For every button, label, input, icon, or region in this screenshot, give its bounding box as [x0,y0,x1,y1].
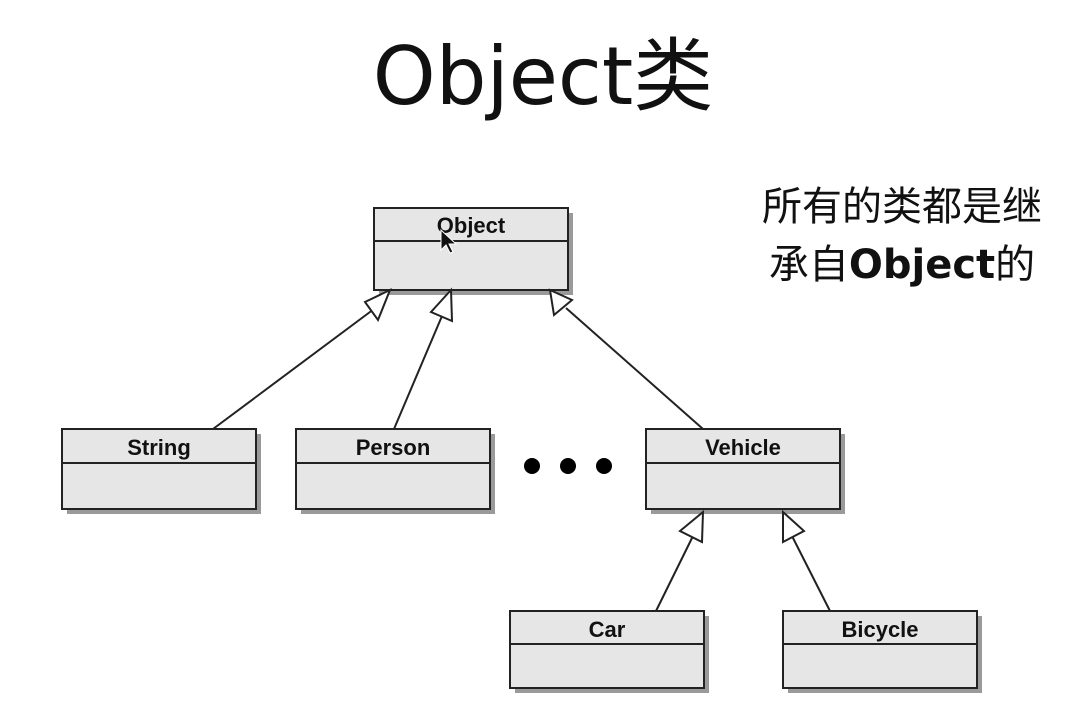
arrowhead-bicycle-vehicle [782,509,806,544]
class-vehicle-name: Vehicle [705,435,781,460]
edge-vehicle-object [565,307,704,430]
class-person: Person [295,428,495,514]
edge-car-vehicle [655,535,694,612]
caption-line-1: 所有的类都是继 [762,184,1042,230]
slide-caption: 所有的类都是继 承自Object的 [722,178,1082,294]
class-object-name: Object [437,213,506,238]
edge-string-object [212,305,379,430]
class-person-name: Person [356,435,431,460]
class-string: String [61,428,261,514]
class-bicycle-name: Bicycle [841,617,918,642]
arrowhead-car-vehicle [678,509,705,544]
class-string-name: String [127,435,191,460]
arrowhead-vehicle-object [548,288,574,317]
class-car: Car [509,610,709,693]
class-vehicle: Vehicle [645,428,845,514]
arrowhead-string-object [363,287,392,323]
arrowhead-person-object [429,287,454,323]
caption-line-2: 承自Object的 [722,236,1082,294]
mouse-pointer-icon [440,228,458,254]
class-object: Object [373,207,573,295]
ellipsis-dots-icon [524,458,612,474]
caption-line-2-bold: Object [848,242,996,288]
edge-bicycle-vehicle [791,535,831,612]
class-bicycle: Bicycle [782,610,982,693]
caption-line-2-suffix: 的 [995,242,1036,288]
slide-title: Object类 [372,30,714,123]
class-car-name: Car [589,617,626,642]
edge-person-object [393,315,443,430]
caption-line-2-prefix: 承自 [768,242,849,288]
